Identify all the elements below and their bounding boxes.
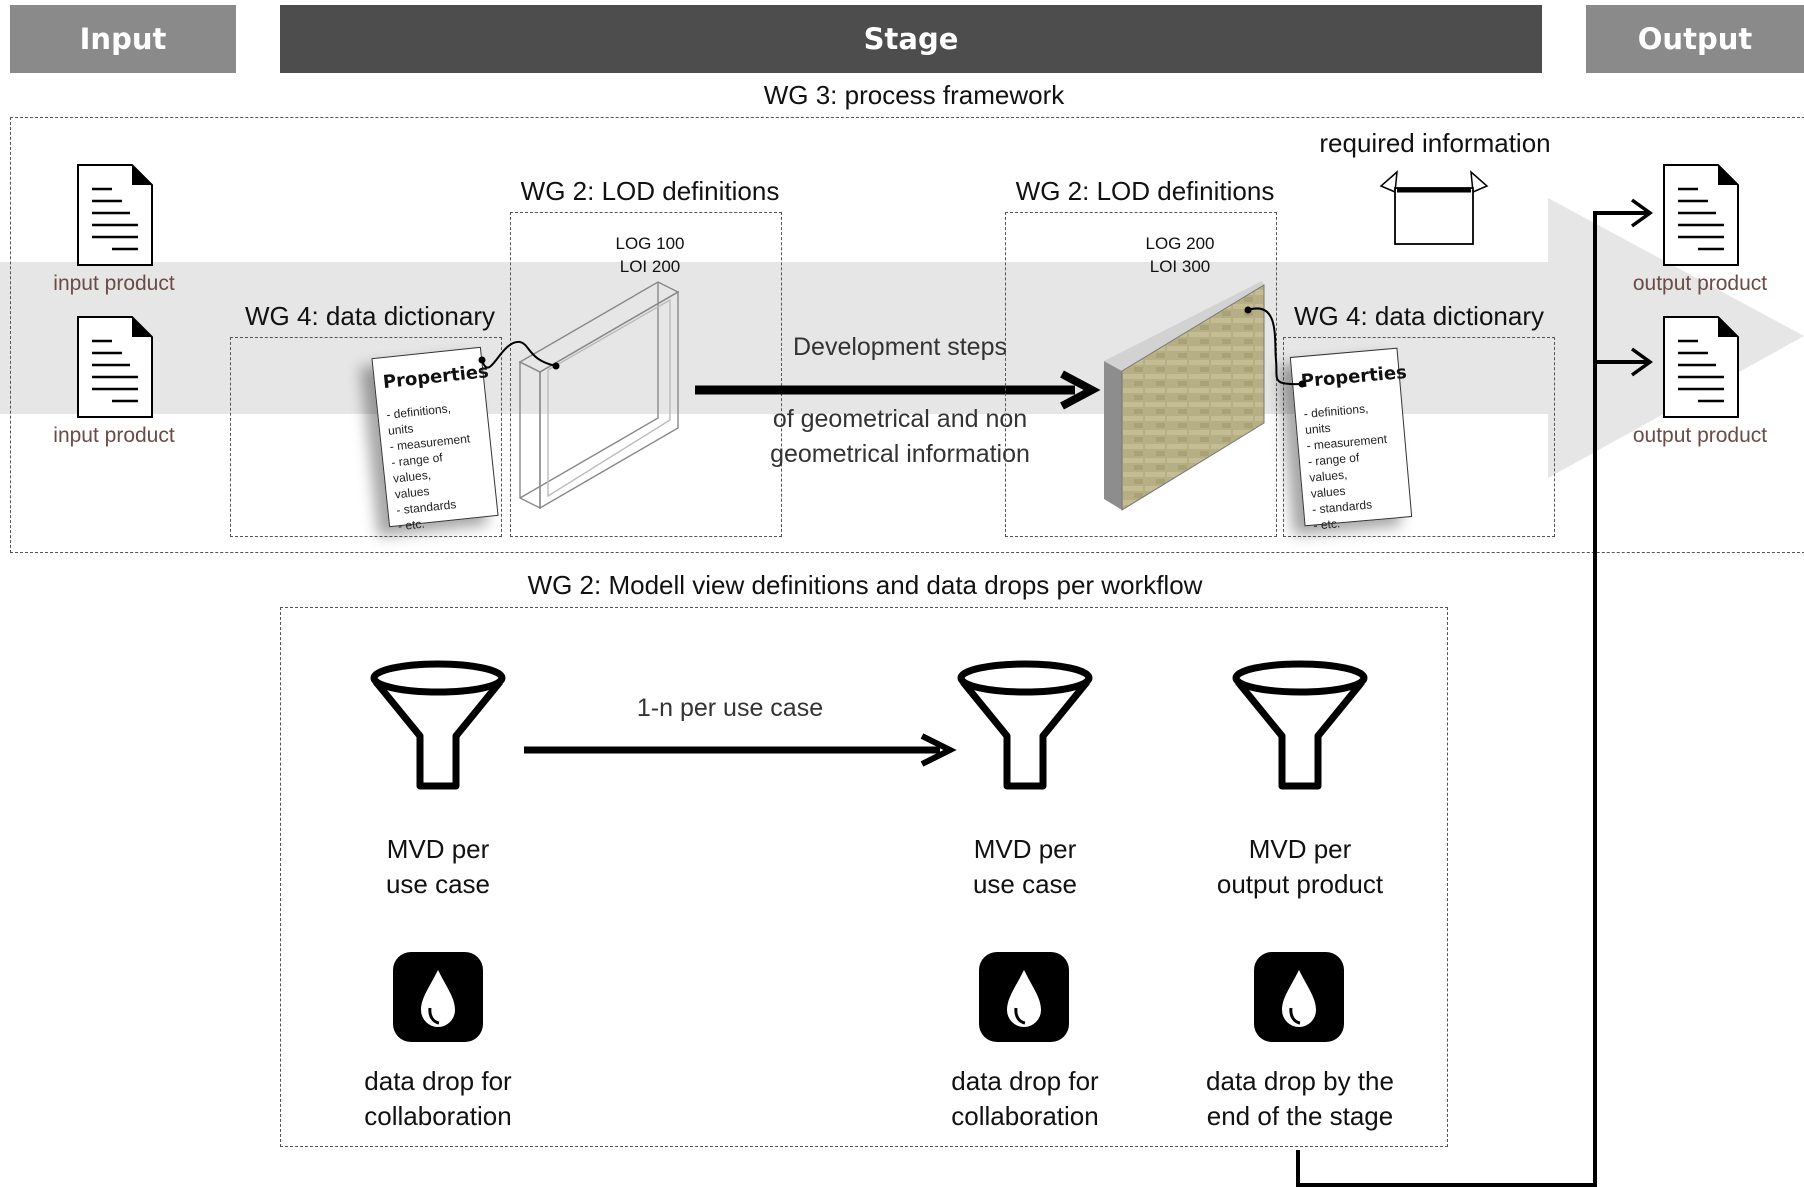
- loi-value: LOI 300: [1149, 257, 1211, 276]
- input-header: Input: [10, 5, 236, 73]
- data-drop-icon: [979, 952, 1069, 1042]
- development-text-line2: of geometrical and non: [772, 405, 1028, 433]
- loi-value: LOI 200: [619, 257, 681, 276]
- textured-wall-model: [1104, 281, 1265, 511]
- document-icon: [77, 164, 153, 266]
- use-case-arrow-label: 1-n per use case: [636, 694, 824, 722]
- funnel-icon: [370, 660, 506, 790]
- required-information-label: required information: [1319, 128, 1551, 158]
- lod-left-levels: LOG 100 LOI 200: [590, 232, 710, 278]
- development-steps-text: Development steps: [792, 333, 1007, 361]
- dict-right-title: WG 4: data dictionary: [1294, 301, 1544, 331]
- development-arrow: [695, 370, 1101, 410]
- funnel-icon: [1232, 660, 1368, 790]
- lod-left-box: [510, 212, 782, 537]
- data-drop-icon: [1254, 952, 1344, 1042]
- use-case-arrow: [524, 733, 957, 767]
- data-drop-icon: [393, 952, 483, 1042]
- output-header: Output: [1586, 5, 1804, 73]
- stage-header: Stage: [280, 5, 1542, 73]
- wireframe-wall-model: [518, 281, 680, 510]
- document-icon: [1663, 164, 1739, 266]
- log-value: LOG 200: [1145, 234, 1215, 253]
- dict-left-title: WG 4: data dictionary: [245, 301, 495, 331]
- lod-left-title: WG 2: LOD definitions: [520, 176, 780, 206]
- dict-left-box: [230, 337, 502, 537]
- process-framework-box: [10, 117, 1804, 553]
- dict-right-connector: [1244, 306, 1306, 388]
- lod-right-title: WG 2: LOD definitions: [1015, 176, 1275, 206]
- development-text-line3: geometrical information: [770, 440, 1030, 468]
- mvd-section-box: [280, 607, 1448, 1147]
- dict-left-connector: [478, 340, 560, 370]
- input-product-label: input product: [53, 272, 175, 295]
- document-icon: [77, 316, 153, 418]
- log-value: LOG 100: [615, 234, 685, 253]
- funnel-icon: [957, 660, 1093, 790]
- output-product-label: output product: [1632, 424, 1768, 447]
- document-icon: [1663, 316, 1739, 418]
- output-product-label: output product: [1632, 272, 1768, 295]
- process-framework-title: WG 3: process framework: [763, 80, 1065, 110]
- lod-right-levels: LOG 200 LOI 300: [1120, 232, 1240, 278]
- mvd-section-title: WG 2: Modell view definitions and data d…: [527, 570, 1203, 600]
- open-box-icon: [1379, 170, 1489, 245]
- input-product-label: input product: [53, 424, 175, 447]
- dict-right-box: [1283, 337, 1555, 537]
